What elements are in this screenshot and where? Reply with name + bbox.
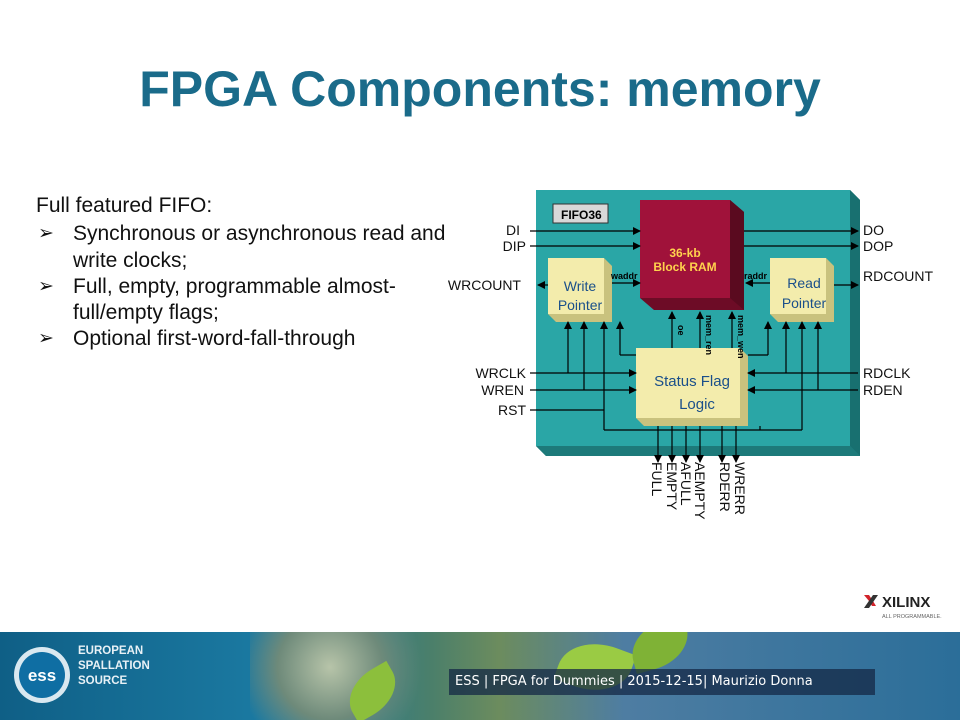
svg-text:FIFO36: FIFO36 xyxy=(561,208,602,222)
svg-text:Pointer: Pointer xyxy=(782,295,827,311)
svg-text:Read: Read xyxy=(787,275,820,291)
read-pointer: Read Pointer xyxy=(770,258,834,322)
bullet-item: ➢Full, empty, programmable almost-full/e… xyxy=(38,274,396,324)
svg-text:DOP: DOP xyxy=(863,238,893,254)
signal-wires xyxy=(530,227,859,463)
arrow-bullet-icon: ➢ xyxy=(38,223,54,245)
fifo36-label: FIFO36 xyxy=(552,203,609,224)
bottom-signal-labels: FULL EMPTY AFULL AEMPTY RDERR WRERR xyxy=(649,462,748,520)
svg-text:WRERR: WRERR xyxy=(732,462,748,515)
waddr-label: waddr xyxy=(610,271,638,281)
svg-text:RDCOUNT: RDCOUNT xyxy=(863,268,933,284)
xilinx-x-icon xyxy=(864,595,878,608)
svg-text:DIP: DIP xyxy=(503,238,526,254)
footer-caption: ESS | FPGA for Dummies | 2015-12-15| Mau… xyxy=(449,669,875,695)
fifo-diagram: FIFO36 36-kb Block RAM Write Pointer Rea… xyxy=(448,190,933,520)
svg-text:FULL: FULL xyxy=(649,462,665,496)
oe-label: oe xyxy=(676,325,686,336)
bullet-list: ➢Synchronous or asynchronous read and wr… xyxy=(36,221,446,352)
svg-text:Block RAM: Block RAM xyxy=(653,260,716,274)
svg-text:WRCOUNT: WRCOUNT xyxy=(448,277,522,293)
block-ram: 36-kb Block RAM xyxy=(640,200,744,310)
svg-text:36-kb: 36-kb xyxy=(669,246,700,260)
xilinx-brand: XILINX xyxy=(882,594,930,611)
svg-text:Pointer: Pointer xyxy=(558,297,603,313)
bullet-item: ➢Synchronous or asynchronous read and wr… xyxy=(38,222,446,272)
ess-logo-mark: ess xyxy=(28,666,56,685)
svg-text:RDCLK: RDCLK xyxy=(863,365,911,381)
text-block: Full featured FIFO: ➢Synchronous or asyn… xyxy=(36,193,446,353)
svg-text:AFULL: AFULL xyxy=(678,462,694,506)
slide-title: FPGA Components: memory xyxy=(139,61,821,117)
mem-ren-label: mem_ren xyxy=(704,315,714,355)
arrow-bullet-icon: ➢ xyxy=(38,328,54,350)
xilinx-tagline: ALL PROGRAMMABLE. xyxy=(882,614,942,620)
status-flag-logic: Status Flag Logic xyxy=(636,348,748,426)
svg-text:RDERR: RDERR xyxy=(717,462,733,512)
right-signal-labels: DO DOP RDCOUNT RDCLK RDEN xyxy=(863,222,933,398)
svg-text:AEMPTY: AEMPTY xyxy=(692,462,708,520)
left-signal-labels: DI DIP WRCOUNT WRCLK WREN RST xyxy=(448,222,527,418)
xilinx-logo: XILINX ALL PROGRAMMABLE. xyxy=(864,594,942,620)
footer-banner: ess EUROPEAN SPALLATION SOURCE ESS | FPG… xyxy=(0,632,960,720)
leaf-decoration xyxy=(625,632,695,674)
svg-text:Write: Write xyxy=(564,278,597,294)
arrow-bullet-icon: ➢ xyxy=(38,275,54,297)
ess-name: EUROPEAN SPALLATION SOURCE xyxy=(78,645,150,687)
svg-text:WRCLK: WRCLK xyxy=(475,365,526,381)
svg-text:RST: RST xyxy=(498,402,526,418)
svg-text:Logic: Logic xyxy=(679,396,715,413)
svg-text:WREN: WREN xyxy=(481,382,524,398)
svg-text:Status Flag: Status Flag xyxy=(654,373,730,390)
intro-text: Full featured FIFO: xyxy=(36,194,213,217)
svg-text:DI: DI xyxy=(506,222,520,238)
mem-wen-label: mem_wen xyxy=(736,315,746,359)
bullet-item: ➢Optional first-word-fall-through xyxy=(38,327,356,351)
svg-text:DO: DO xyxy=(863,222,884,238)
svg-text:EMPTY: EMPTY xyxy=(664,462,680,511)
svg-text:RDEN: RDEN xyxy=(863,382,903,398)
write-pointer: Write Pointer xyxy=(548,258,612,322)
ess-logo-icon: ess xyxy=(14,647,70,703)
raddr-label: raddr xyxy=(744,271,768,281)
